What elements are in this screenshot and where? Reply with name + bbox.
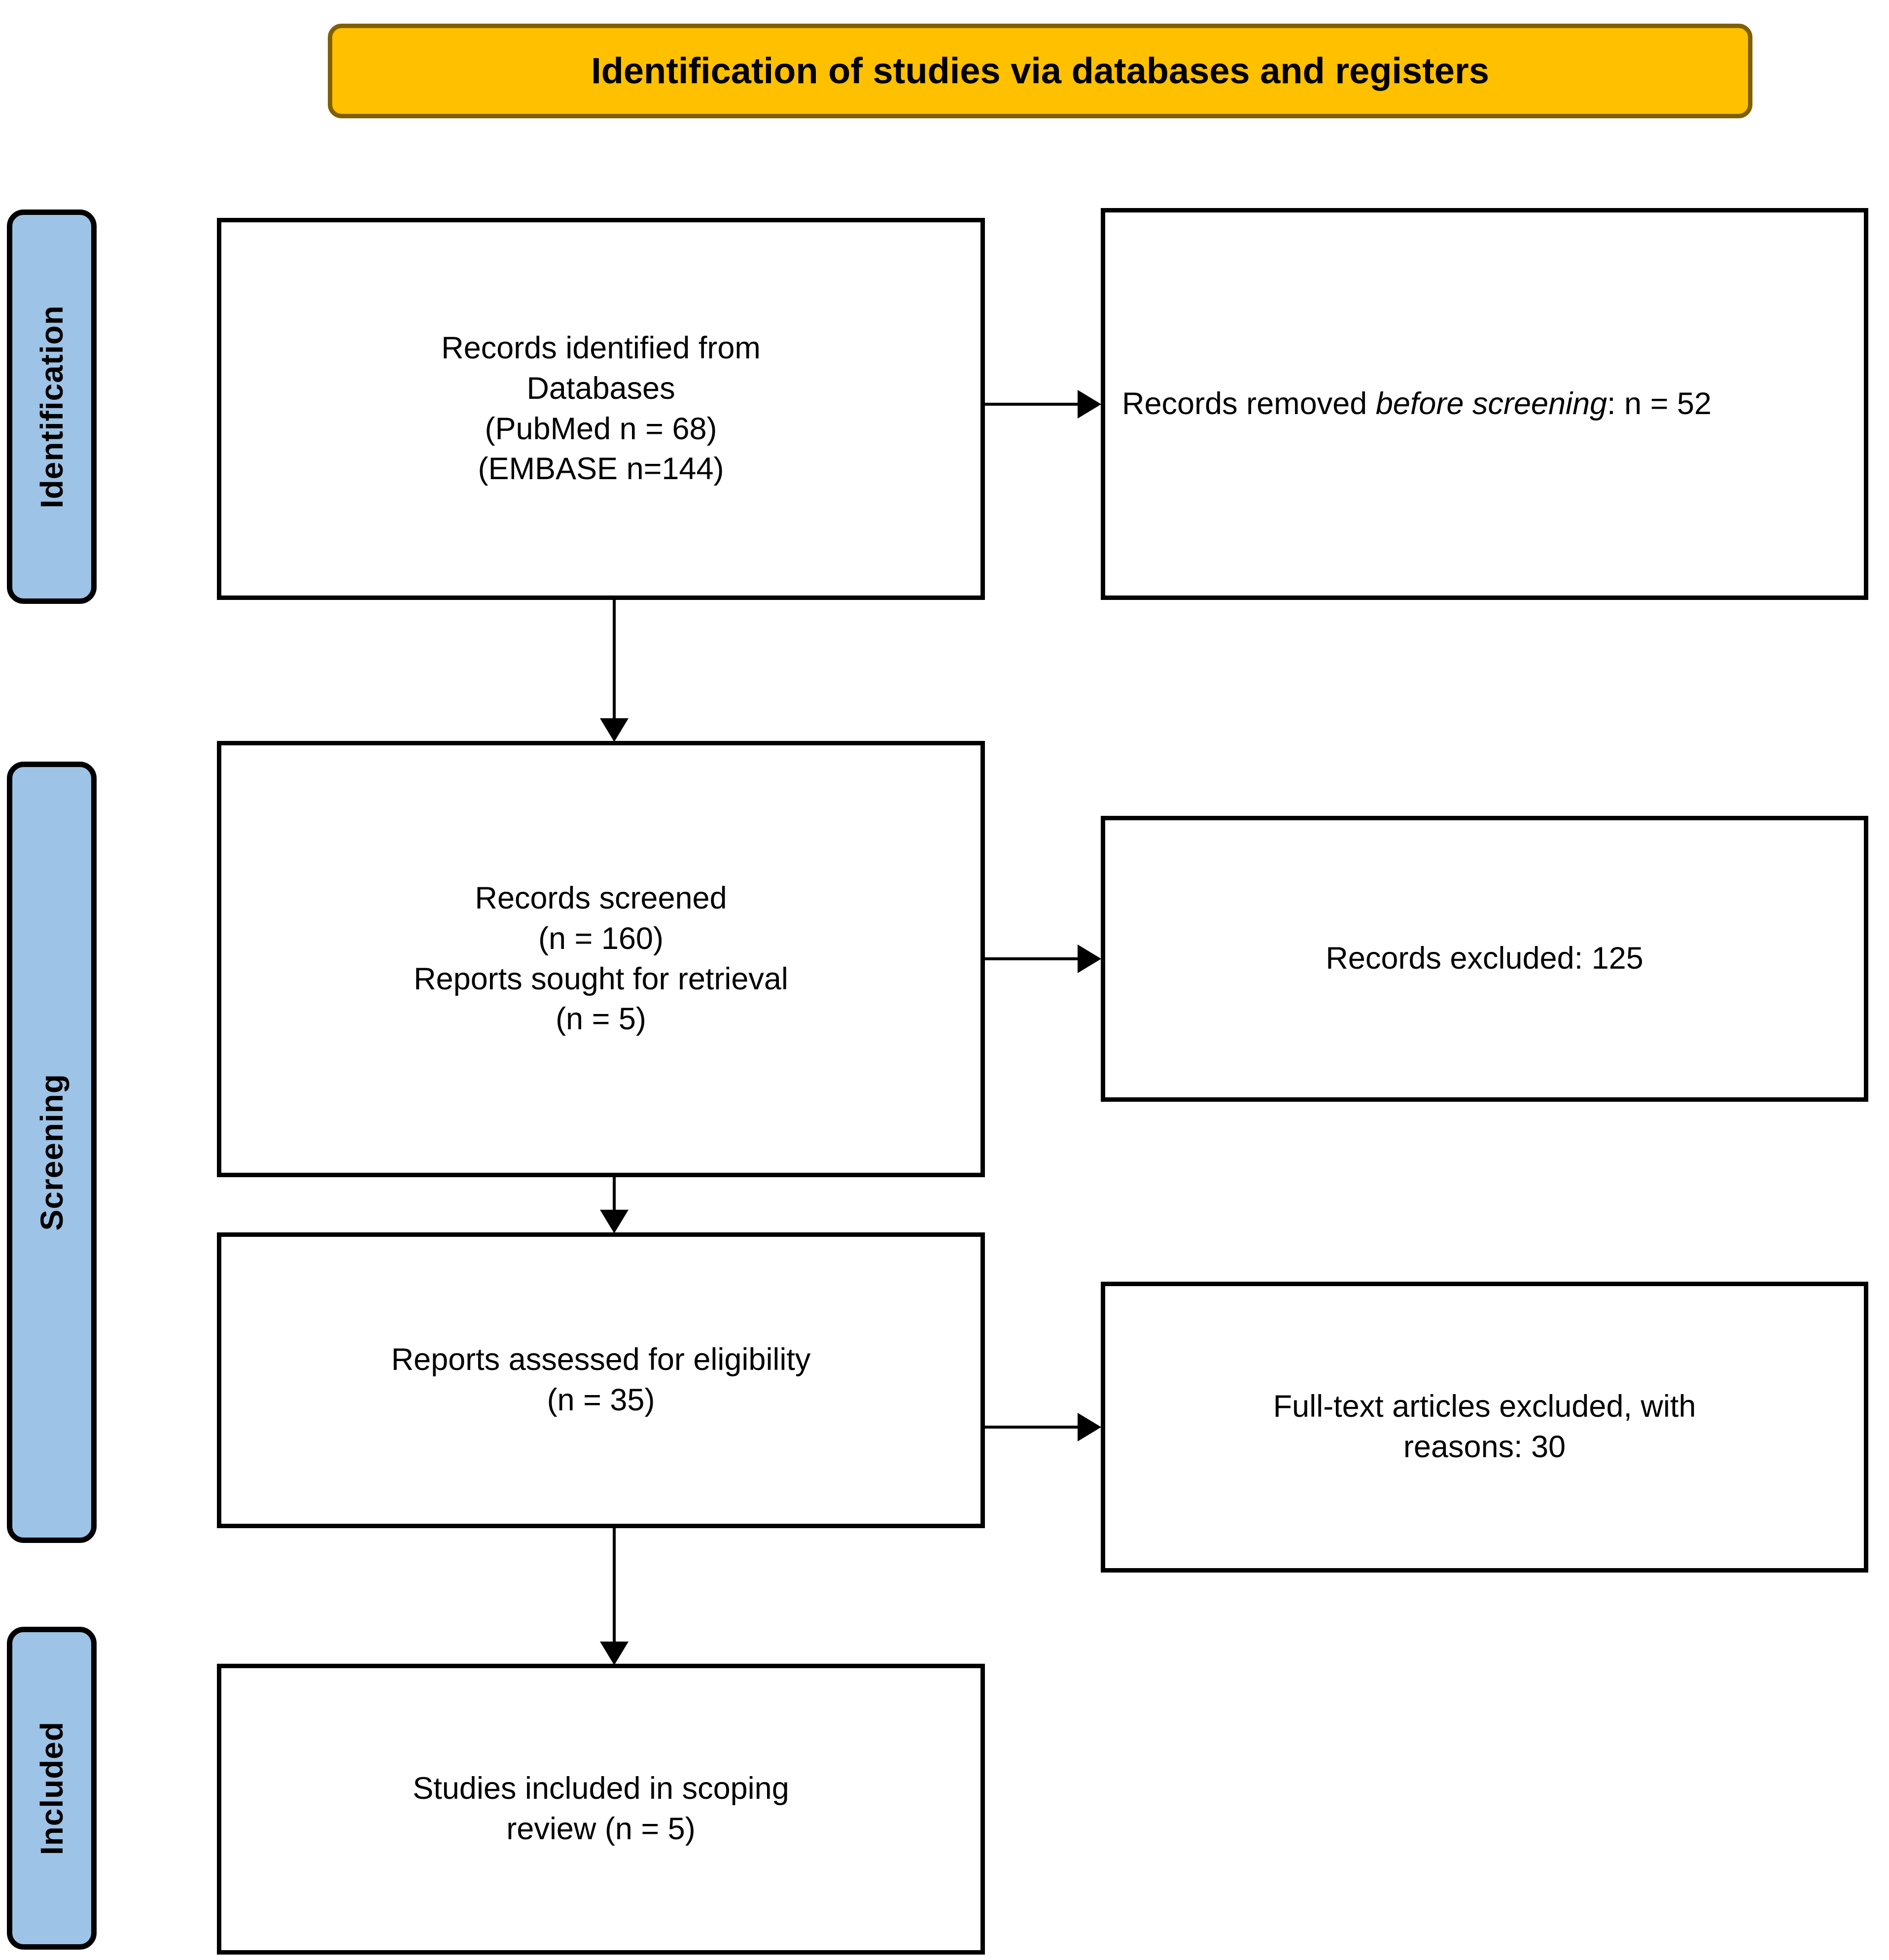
flow-box-records-screened: Records screened (n = 160) Reports sough… (217, 741, 985, 1177)
flow-box-reports-assessed: Reports assessed for eligibility (n = 35… (217, 1232, 985, 1528)
stage-bar-included: Included (7, 1627, 97, 1950)
records-removed-text: Records removed before screening: n = 52 (1122, 384, 1847, 424)
reports-assessed-line-1: Reports assessed for eligibility (391, 1342, 811, 1377)
connector-line (613, 1528, 616, 1643)
reports-assessed-line-2: (n = 35) (547, 1383, 655, 1417)
reports-assessed-text: Reports assessed for eligibility (n = 35… (391, 1340, 811, 1421)
records-excluded-text: Records excluded: 125 (1326, 939, 1643, 979)
connector-line (613, 1177, 616, 1211)
connector-screened-to-excluded (985, 944, 1103, 974)
studies-included-text: Studies included in scoping review (n = … (413, 1769, 789, 1850)
connector-screened-to-assessed (599, 1177, 629, 1235)
connector-line (985, 1426, 1080, 1429)
arrow-down-icon (600, 718, 629, 742)
records-excluded-line-1: Records excluded: 125 (1326, 941, 1644, 976)
flow-box-studies-included: Studies included in scoping review (n = … (217, 1664, 985, 1955)
arrow-right-icon (1078, 1413, 1101, 1441)
records-screened-line-4: (n = 5) (556, 1002, 646, 1037)
connector-identified-to-removed (985, 389, 1103, 419)
records-identified-text: Records identified from Databases (PubMe… (441, 328, 761, 490)
arrow-right-icon (1078, 390, 1101, 419)
records-removed-suffix: : n = 52 (1607, 386, 1712, 421)
connector-identified-to-screened (599, 600, 629, 743)
arrow-right-icon (1078, 945, 1101, 973)
stage-bar-identification: Identification (7, 210, 97, 604)
arrow-down-icon (600, 1642, 629, 1665)
stage-label-screening: Screening (34, 1074, 70, 1231)
connector-assessed-to-fulltext-excluded (985, 1412, 1103, 1442)
flow-box-records-excluded: Records excluded: 125 (1101, 816, 1868, 1102)
fulltext-excluded-text: Full-text articles excluded, with reason… (1273, 1387, 1696, 1468)
stage-label-identification: Identification (34, 305, 70, 509)
arrow-down-icon (600, 1210, 629, 1233)
records-screened-text: Records screened (n = 160) Reports sough… (414, 878, 788, 1040)
records-screened-line-1: Records screened (475, 880, 727, 915)
records-identified-line-4: (EMBASE n=144) (478, 452, 724, 487)
flow-box-records-removed: Records removed before screening: n = 52 (1101, 208, 1868, 600)
records-screened-line-2: (n = 160) (538, 921, 664, 956)
fulltext-excluded-line-1: Full-text articles excluded, with (1273, 1389, 1696, 1424)
connector-line (985, 403, 1080, 406)
studies-included-line-1: Studies included in scoping (413, 1771, 789, 1806)
connector-line (985, 957, 1080, 960)
records-screened-line-3: Reports sought for retrieval (414, 961, 788, 996)
stage-label-included: Included (34, 1721, 70, 1855)
connector-assessed-to-included (599, 1528, 629, 1666)
records-identified-line-1: Records identified from (441, 330, 761, 365)
diagram-title-text: Identification of studies via databases … (591, 50, 1489, 91)
records-removed-italic: before screening (1375, 386, 1608, 421)
records-identified-line-2: Databases (526, 371, 675, 406)
records-removed-prefix: Records removed (1122, 386, 1376, 421)
flow-box-records-identified: Records identified from Databases (PubMe… (217, 218, 985, 600)
fulltext-excluded-line-2: reasons: 30 (1403, 1430, 1566, 1464)
stage-bar-screening: Screening (7, 762, 97, 1543)
records-identified-line-3: (PubMed n = 68) (485, 411, 717, 446)
diagram-title-banner: Identification of studies via databases … (328, 24, 1752, 118)
connector-line (613, 600, 616, 720)
studies-included-line-2: review (n = 5) (506, 1812, 696, 1846)
flow-box-fulltext-articles-excluded: Full-text articles excluded, with reason… (1101, 1282, 1868, 1573)
